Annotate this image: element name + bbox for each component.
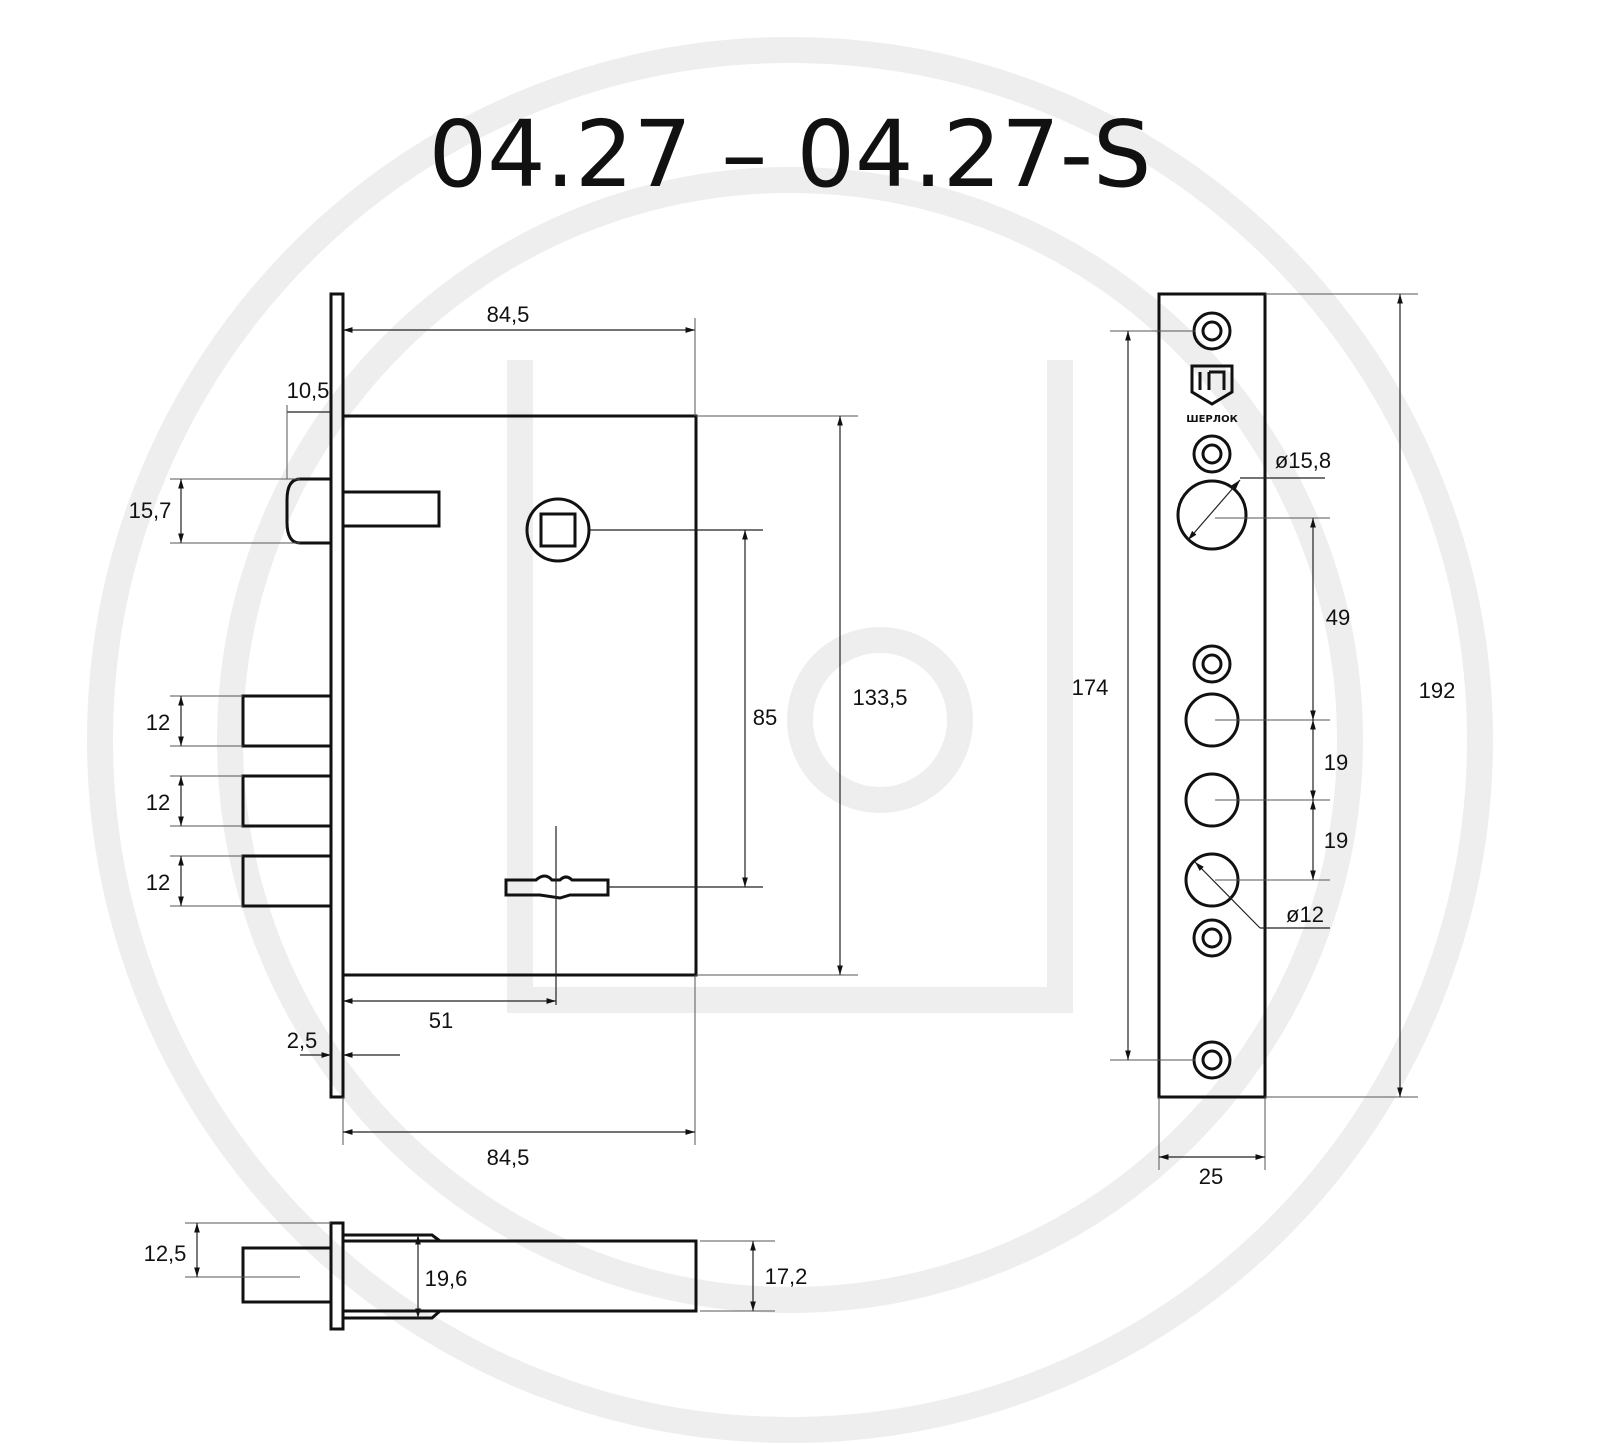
side-body	[341, 1239, 698, 1313]
dim-cylinder-diameter: ø12	[1286, 902, 1324, 927]
dim-faceplate-width: 25	[1199, 1164, 1223, 1189]
spindle-square	[539, 512, 577, 548]
faceplate-front	[1157, 292, 1267, 1099]
dim-total-length: 192	[1419, 678, 1456, 703]
screw-hole	[1192, 1040, 1232, 1080]
dim-body-height: 133,5	[852, 685, 907, 710]
deadbolt	[241, 854, 333, 908]
dim-spindle-to-bolt: 49	[1326, 605, 1350, 630]
keyhole	[504, 874, 610, 900]
deadbolt	[241, 694, 333, 748]
screw-hole	[1192, 918, 1232, 958]
front-view: 84,5 10,5 15,7 12 12 12 85 133,5 51 2,5 …	[129, 292, 908, 1170]
latch-bar	[341, 490, 441, 528]
dim-keyhole-backset: 51	[429, 1008, 453, 1033]
spindle-hole	[1176, 479, 1248, 551]
dim-faceplate-thickness: 2,5	[287, 1028, 318, 1053]
lock-body	[341, 414, 698, 977]
deadbolt	[241, 774, 333, 828]
dim-bolt-height: 12	[146, 790, 170, 815]
dim-flange-height: 19,6	[425, 1266, 468, 1291]
dim-bolt-height: 12	[146, 710, 170, 735]
dim-bolt-height: 12	[146, 870, 170, 895]
faceplate-view: ШЕРЛОК ø15,8 ø12 49 19 19 174 192 25	[1072, 292, 1456, 1189]
dim-bolt-offset: 12,5	[144, 1241, 187, 1266]
brand-name: ШЕРЛОК	[1186, 414, 1238, 425]
dim-spindle-diameter: ø15,8	[1275, 448, 1331, 473]
dim-screw-spacing: 174	[1072, 675, 1109, 700]
latch	[285, 477, 331, 545]
dim-center-distance: 85	[753, 705, 777, 730]
brand-logo: ШЕРЛОК	[1186, 364, 1239, 425]
dim-width-top: 84,5	[487, 302, 530, 327]
dim-bolt-spacing: 19	[1324, 828, 1348, 853]
drawing-title: 04.27 – 04.27-S	[429, 101, 1152, 208]
screw-hole	[1192, 311, 1232, 351]
dim-width-bottom: 84,5	[487, 1145, 530, 1170]
side-view: 19,6 12,5 17,2	[144, 1221, 808, 1331]
screw-hole	[1192, 434, 1232, 474]
side-bolt	[241, 1246, 333, 1304]
spindle-hole	[525, 497, 591, 563]
dim-bolt-spacing: 19	[1324, 750, 1348, 775]
dim-latch-height: 15,7	[129, 498, 172, 523]
screw-hole	[1192, 644, 1232, 684]
watermark	[87, 37, 1493, 1443]
dim-body-thickness: 17,2	[765, 1264, 808, 1289]
dim-latch-offset: 10,5	[287, 378, 330, 403]
